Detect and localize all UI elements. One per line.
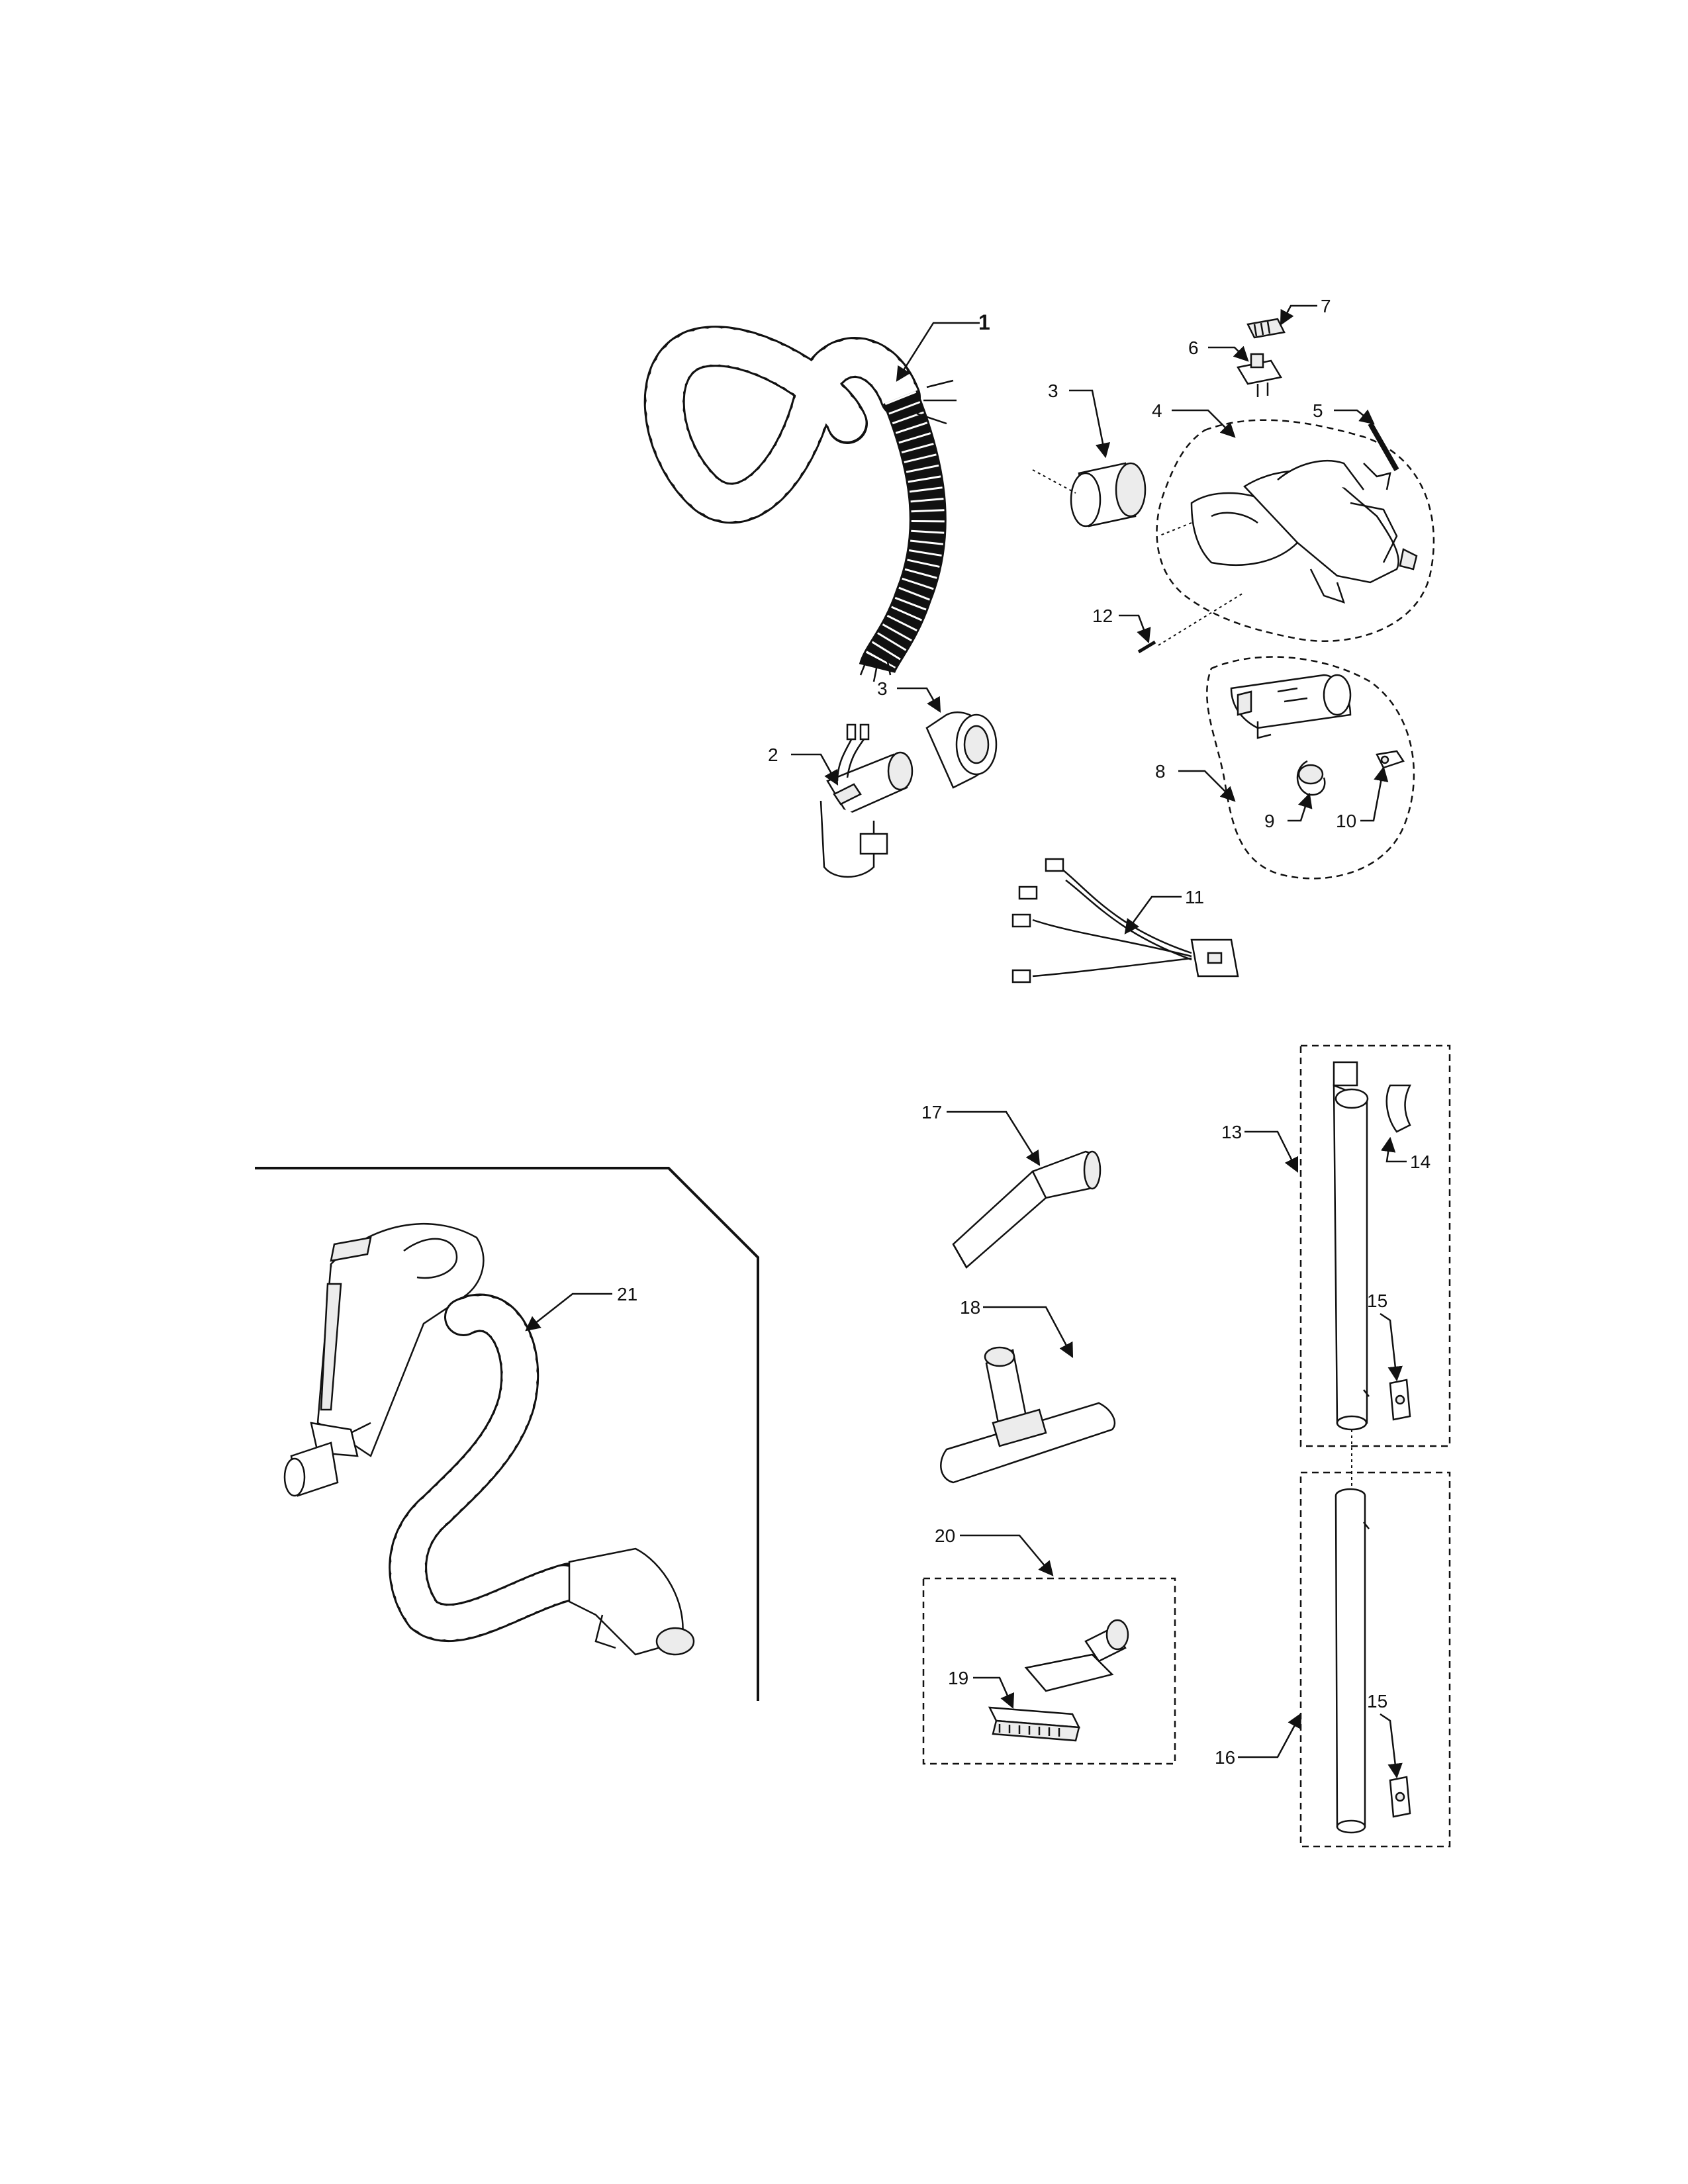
callout-15-lower: 15 (1367, 1691, 1403, 1779)
connector-part-7 (1246, 318, 1286, 339)
callout-label-3-lower: 3 (877, 678, 888, 699)
hose-handle-part-21 (283, 1222, 695, 1656)
callout-label-2: 2 (768, 745, 778, 765)
callout-label-10: 10 (1336, 811, 1356, 831)
callout-label-18: 18 (960, 1297, 980, 1318)
callout-1: 1 (896, 310, 990, 382)
callout-7: 7 (1280, 296, 1331, 326)
upholstery-tool-part-18 (940, 1346, 1116, 1484)
switch-part-6 (1237, 353, 1282, 397)
housing-assembly-part-4 (1156, 419, 1435, 642)
callout-label-6: 6 (1188, 338, 1199, 358)
callout-label-21: 21 (617, 1284, 637, 1304)
callout-18: 18 (960, 1297, 1074, 1358)
callout-20: 20 (935, 1525, 1054, 1576)
clip-part-14 (1385, 1084, 1412, 1133)
callout-label-3-upper: 3 (1048, 381, 1058, 401)
rod-part-5 (1368, 422, 1399, 471)
screw-part-12 (1137, 592, 1245, 654)
callout-label-20: 20 (935, 1525, 955, 1546)
callout-19: 19 (948, 1668, 1015, 1709)
lower-wand (1335, 1488, 1370, 1834)
callout-4: 4 (1152, 400, 1236, 438)
callout-label-16: 16 (1215, 1747, 1235, 1768)
callout-11: 11 (1124, 887, 1204, 934)
latch-part-15-lower (1389, 1776, 1411, 1818)
tool-set-part-20 (922, 1577, 1176, 1765)
brush-part-19 (988, 1706, 1081, 1742)
callout-15-upper: 15 (1367, 1291, 1403, 1382)
callout-label-15-lower: 15 (1367, 1691, 1387, 1711)
callout-17: 17 (921, 1102, 1041, 1166)
callout-label-7: 7 (1321, 296, 1331, 316)
callout-label-12: 12 (1092, 606, 1113, 626)
callout-13: 13 (1221, 1122, 1299, 1173)
callout-12: 12 (1092, 606, 1151, 644)
swivel-connector-part-2 (820, 723, 914, 878)
callout-3-lower: 3 (877, 678, 941, 713)
callout-label-4: 4 (1152, 400, 1162, 421)
frame-outline (255, 1167, 759, 1701)
dusting-nozzle (1024, 1619, 1129, 1692)
upper-wand-box-part-13 (1299, 1044, 1451, 1447)
handle-assembly-part-8 (1206, 656, 1415, 880)
callout-3-upper: 3 (1048, 381, 1111, 459)
latch-part-15-upper (1389, 1379, 1411, 1421)
callout-21: 21 (525, 1284, 637, 1332)
cap-part-3-upper (1032, 462, 1147, 527)
cap-part-3-lower (925, 711, 998, 789)
callout-16: 16 (1215, 1713, 1302, 1768)
upper-wand (1333, 1061, 1370, 1431)
clip-part-10 (1376, 750, 1405, 769)
callout-label-5: 5 (1313, 400, 1323, 421)
callout-label-17: 17 (921, 1102, 942, 1122)
callout-label-1: 1 (978, 310, 990, 334)
callout-6: 6 (1188, 338, 1249, 362)
crevice-tool-part-17 (952, 1150, 1102, 1269)
lower-wand-box-part-16 (1299, 1471, 1451, 1848)
callout-10: 10 (1336, 766, 1389, 831)
callout-label-9: 9 (1264, 811, 1275, 831)
callout-label-8: 8 (1155, 761, 1166, 782)
hose-part-1 (643, 326, 957, 682)
clip-part-9 (1296, 760, 1326, 796)
callout-9: 9 (1264, 792, 1313, 831)
callout-label-13: 13 (1221, 1122, 1242, 1142)
callout-5: 5 (1313, 400, 1375, 425)
callout-label-14: 14 (1410, 1152, 1430, 1172)
callout-2: 2 (768, 745, 839, 786)
callout-8: 8 (1155, 761, 1236, 802)
callout-label-15-upper: 15 (1367, 1291, 1387, 1311)
wire-harness-part-11 (1011, 858, 1239, 983)
callout-label-11: 11 (1185, 887, 1204, 907)
callout-14: 14 (1380, 1136, 1430, 1172)
callout-label-19: 19 (948, 1668, 968, 1688)
